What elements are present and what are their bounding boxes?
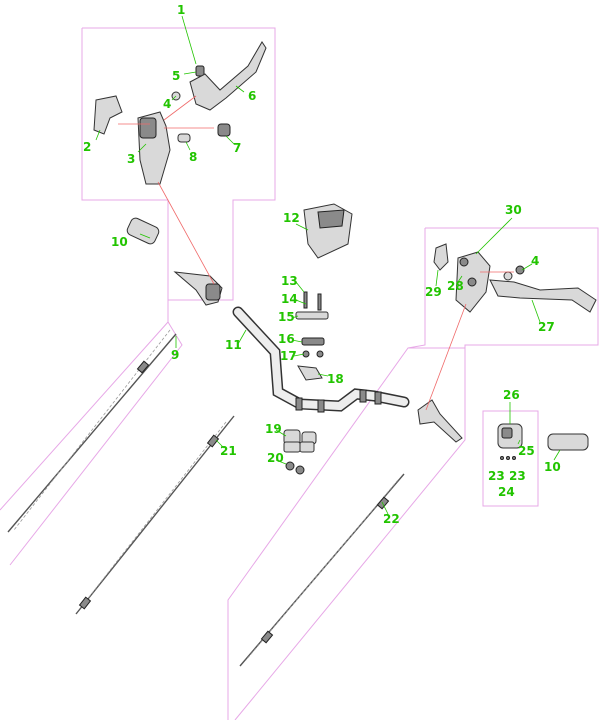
part-11-handlebar xyxy=(232,306,410,413)
label-part-12: 12 xyxy=(283,211,300,225)
frame-switch-assembly xyxy=(482,410,539,507)
label-part-23a: 23 xyxy=(488,469,505,483)
part-5-bolt xyxy=(195,65,205,77)
label-part-5: 5 xyxy=(172,69,180,83)
leader-lines xyxy=(118,95,514,411)
part-20-nuts xyxy=(285,461,305,475)
part-15-upper-clamp xyxy=(295,311,329,320)
part-9-clutch-cable xyxy=(7,329,177,533)
label-part-22: 22 xyxy=(383,512,400,526)
part-12-clamp-cover xyxy=(303,203,353,259)
frame-left-cable xyxy=(9,321,183,566)
part-18-clamp xyxy=(297,365,323,381)
label-part-1: 1 xyxy=(177,3,185,17)
label-part-23b: 23 xyxy=(509,469,526,483)
frame-left-lever-assembly xyxy=(0,27,276,511)
label-part-19: 19 xyxy=(265,422,282,436)
label-part-2: 2 xyxy=(83,140,91,154)
part-2-bracket xyxy=(93,95,123,135)
frame-left-lever-assembly-inner xyxy=(81,28,169,322)
part-10-left-grip xyxy=(126,217,160,245)
label-part-29: 29 xyxy=(425,285,442,299)
part-7-screw xyxy=(217,123,231,137)
frame-right-lever-assembly-inner xyxy=(407,228,426,349)
label-part-25: 25 xyxy=(518,444,535,458)
pointer-lines xyxy=(95,15,561,515)
label-part-14: 14 xyxy=(281,292,298,306)
part-22-brake-cable xyxy=(239,473,405,667)
label-part-3: 3 xyxy=(127,152,135,166)
part-right-lever-installed xyxy=(417,399,463,443)
label-part-28: 28 xyxy=(447,279,464,293)
part-29-bracket xyxy=(433,243,449,271)
frame-right-lever-assembly xyxy=(227,227,599,720)
callout-labels: 1 2 3 4 5 6 7 8 9 10 11 12 13 14 15 16 1… xyxy=(83,3,561,526)
label-part-26: 26 xyxy=(503,388,520,402)
frame-right-cable xyxy=(234,348,466,720)
label-part-15: 15 xyxy=(278,310,295,324)
label-part-30: 30 xyxy=(505,203,522,217)
part-27-lever xyxy=(489,279,597,313)
part-13-14-bolts xyxy=(303,291,322,311)
label-part-7: 7 xyxy=(233,141,241,155)
part-10-right-grip xyxy=(547,433,589,451)
part-23-24-screws xyxy=(500,456,516,460)
label-part-21: 21 xyxy=(220,444,237,458)
label-part-17: 17 xyxy=(280,349,297,363)
label-part-9: 9 xyxy=(171,348,179,362)
label-part-27: 27 xyxy=(538,320,555,334)
part-6-lever xyxy=(189,41,267,111)
label-part-16: 16 xyxy=(278,332,295,346)
part-26-switch-housing xyxy=(497,423,523,449)
part-19-risers xyxy=(283,429,317,453)
part-21-throttle-cable xyxy=(75,415,235,615)
label-part-10-right: 10 xyxy=(544,460,561,474)
label-part-11: 11 xyxy=(225,338,242,352)
label-part-8: 8 xyxy=(189,150,197,164)
label-part-24: 24 xyxy=(498,485,515,499)
part-3-master-cylinder xyxy=(137,111,171,185)
part-8-pin xyxy=(177,133,191,143)
label-part-20: 20 xyxy=(267,451,284,465)
part-16-17-nuts xyxy=(301,337,325,358)
label-part-4-right: 4 xyxy=(531,254,539,268)
label-part-13: 13 xyxy=(281,274,298,288)
label-part-6: 6 xyxy=(248,89,256,103)
label-part-18: 18 xyxy=(327,372,344,386)
label-part-4: 4 xyxy=(163,97,171,111)
label-part-10-left: 10 xyxy=(111,235,128,249)
part-4-right-nut xyxy=(503,265,525,281)
